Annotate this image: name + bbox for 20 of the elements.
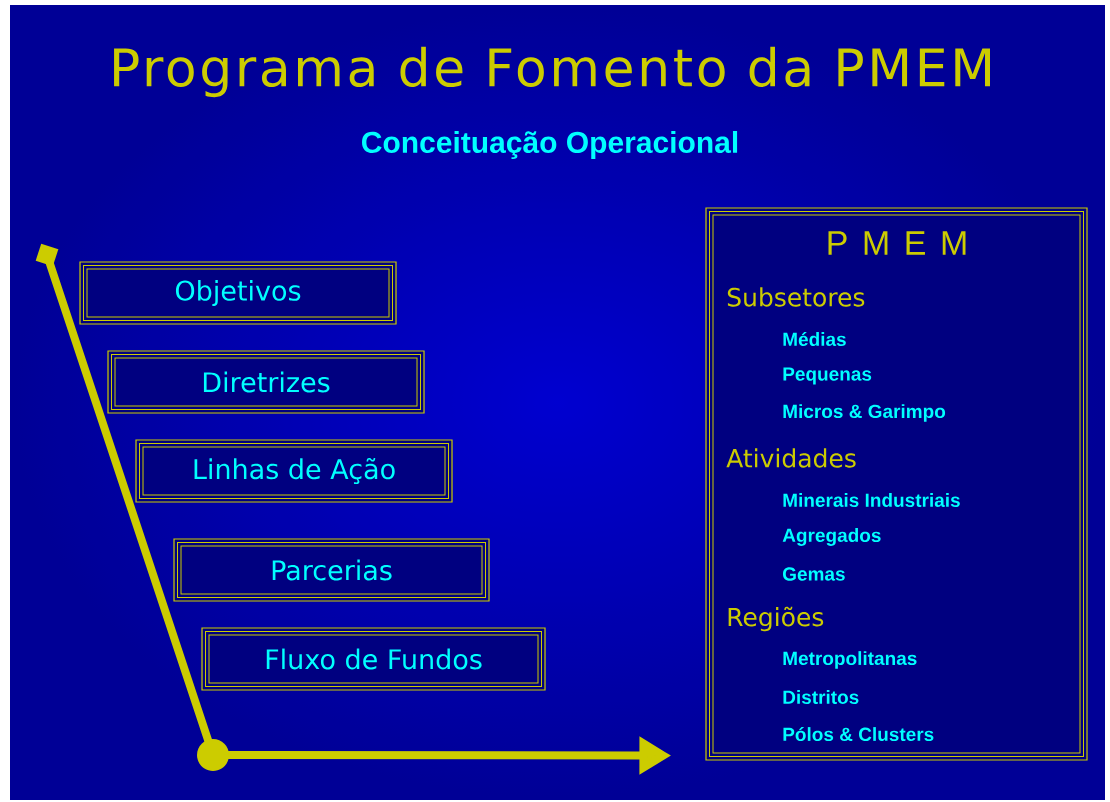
category-heading: Regiões [728, 606, 824, 632]
list-item: Minerais Industriais [783, 493, 960, 507]
step-box: Objetivos [79, 261, 397, 325]
category-heading: Atividades [726, 448, 856, 468]
subtitle: Conceituação Operacional [362, 131, 738, 159]
category-heading: Subsetores [727, 287, 865, 307]
title: Programa de Fomento da PMEM [114, 46, 990, 98]
list-item: Gemas [783, 567, 845, 581]
list-item: Agregados [782, 528, 881, 546]
panel-heading: P M E M [828, 231, 966, 255]
step-box: Parcerias [173, 538, 490, 602]
step-box: Diretrizes [107, 350, 425, 414]
list-item: Metropolitanas [783, 651, 917, 669]
list-item: Pequenas [783, 367, 872, 385]
list-item: Distritos [783, 690, 859, 704]
list-item: Micros & Garimpo [783, 404, 946, 422]
step-box: Linhas de Ação [135, 439, 453, 503]
list-item: Médias [783, 331, 846, 347]
list-item: Pólos & Clusters [783, 726, 934, 742]
step-box: Fluxo de Fundos [201, 627, 546, 691]
